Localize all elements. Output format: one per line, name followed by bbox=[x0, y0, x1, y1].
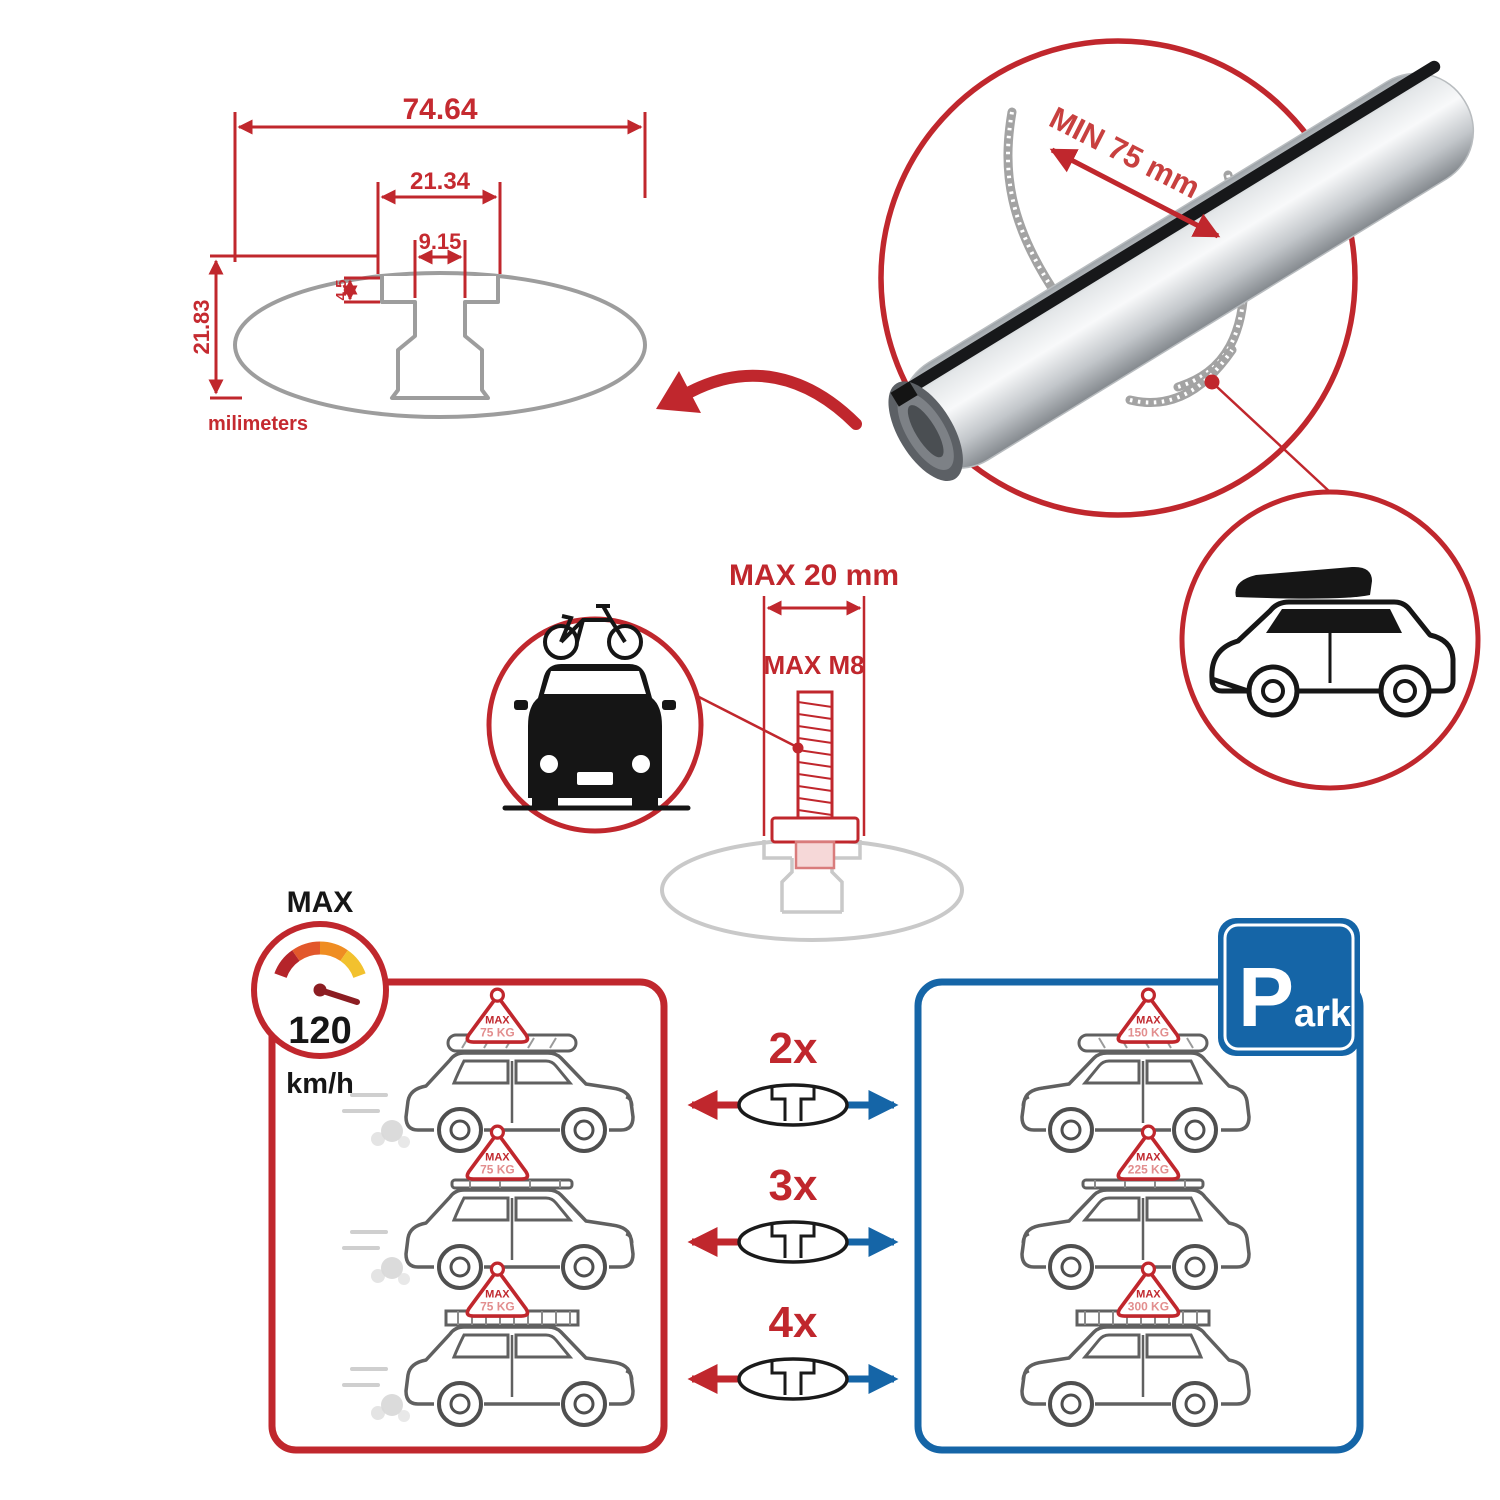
dim-channel-outer-width: 21.34 bbox=[410, 168, 471, 195]
driving-panel bbox=[268, 978, 668, 1454]
parked-car-row-1: MAX 150 KG bbox=[1020, 987, 1251, 1153]
speed-value: 120 bbox=[288, 1010, 351, 1052]
car-roofbox-section bbox=[1179, 489, 1481, 791]
badge-load-value: 150 KG bbox=[1128, 1026, 1169, 1040]
driving-car-row-2: MAX 75 KG bbox=[342, 1124, 635, 1290]
parking-panel bbox=[914, 978, 1364, 1454]
parking-sign: P ark bbox=[1218, 918, 1360, 1056]
badge-max-label: MAX bbox=[1136, 1289, 1161, 1301]
profile-channel-outline bbox=[380, 276, 500, 400]
motion-smoke-icon bbox=[342, 1093, 412, 1150]
bolt-max-width-label: MAX 20 mm bbox=[729, 559, 899, 592]
crossbar-oval-icon bbox=[737, 1220, 849, 1264]
load-badge: MAX 300 KG bbox=[1116, 1261, 1181, 1318]
dim-total-width: 74.64 bbox=[402, 93, 477, 126]
load-badge: MAX 225 KG bbox=[1116, 1124, 1181, 1181]
load-badge: MAX 150 KG bbox=[1116, 987, 1181, 1044]
multiplier-label: 3x bbox=[769, 1161, 818, 1210]
gauge-arc bbox=[274, 941, 366, 979]
badge-max-label: MAX bbox=[485, 1289, 510, 1301]
bar-count-row-3: 4x bbox=[687, 1298, 899, 1401]
connector-line-to-bolt bbox=[696, 694, 796, 748]
bolt-dimension-lines bbox=[762, 596, 866, 836]
badge-load-value: 300 KG bbox=[1128, 1300, 1169, 1314]
roof-rails-icon bbox=[1081, 1178, 1205, 1190]
bar-detail-section: MIN 75 mm bbox=[656, 38, 1475, 518]
roof-rail-base bbox=[1125, 345, 1331, 493]
parked-car-row-3: MAX 300 KG bbox=[1020, 1261, 1251, 1427]
load-badge: MAX 75 KG bbox=[465, 987, 530, 1044]
badge-load-value: 75 KG bbox=[480, 1026, 515, 1040]
bolt-illustration bbox=[770, 690, 860, 870]
badge-load-value: 225 KG bbox=[1128, 1163, 1169, 1177]
badge-max-label: MAX bbox=[485, 1152, 510, 1164]
motion-smoke-icon bbox=[342, 1367, 412, 1424]
crossbar-oval-icon bbox=[737, 1083, 849, 1127]
speed-gauge: MAX 120 km/h bbox=[251, 886, 389, 1100]
dim-lip-depth: 4.5 bbox=[333, 280, 350, 301]
bolt-fix-dot bbox=[792, 742, 804, 754]
dim-total-height: 21.83 bbox=[189, 299, 214, 354]
swoosh-arrow bbox=[656, 369, 862, 430]
bolt-section: MAX 20 mm MAX M8 bbox=[486, 559, 964, 942]
speed-units: km/h bbox=[286, 1068, 354, 1100]
motion-smoke-icon bbox=[342, 1230, 412, 1287]
driving-car bbox=[404, 1188, 635, 1290]
bottom-section: P ark MAX 120 km/h MAX bbox=[251, 886, 1364, 1454]
multiplier-label: 4x bbox=[769, 1298, 818, 1347]
roof-box-icon bbox=[1235, 566, 1372, 599]
parking-sign-letter: P bbox=[1238, 950, 1294, 1044]
driving-car bbox=[404, 1325, 635, 1427]
load-badge: MAX 75 KG bbox=[465, 1261, 530, 1318]
driving-car-row-1: MAX 75 KG bbox=[342, 987, 635, 1153]
connector-line-to-car bbox=[1215, 385, 1331, 493]
bolt-thread-label: MAX M8 bbox=[763, 650, 864, 680]
badge-max-label: MAX bbox=[1136, 1152, 1161, 1164]
multiplier-label: 2x bbox=[769, 1024, 818, 1073]
units-label: milimeters bbox=[208, 413, 308, 435]
bar-count-row-2: 3x bbox=[687, 1161, 899, 1264]
bicycle-icon bbox=[543, 604, 643, 660]
crossbar-oval-icon bbox=[737, 1357, 849, 1401]
roof-rails-icon bbox=[450, 1178, 574, 1190]
badge-load-value: 75 KG bbox=[480, 1163, 515, 1177]
car-front-illustration bbox=[502, 604, 691, 811]
dimension-lines bbox=[208, 112, 647, 400]
load-badge: MAX 75 KG bbox=[465, 1124, 530, 1181]
profile-ellipse bbox=[233, 271, 647, 419]
profile-dimension-drawing: 74.64 21.34 9.15 4.5 21.83 milimeters bbox=[189, 93, 647, 435]
bar-count-row-1: 2x bbox=[687, 1024, 899, 1127]
speed-gauge-title: MAX bbox=[287, 886, 354, 919]
driving-car-row-3: MAX 75 KG bbox=[342, 1261, 635, 1427]
badge-max-label: MAX bbox=[485, 1015, 510, 1027]
badge-max-label: MAX bbox=[1136, 1015, 1161, 1027]
parked-car bbox=[1020, 1325, 1251, 1427]
dim-channel-opening-width: 9.15 bbox=[419, 229, 462, 254]
parked-car-row-2: MAX 225 KG bbox=[1020, 1124, 1251, 1290]
car-roofbox-illustration bbox=[1209, 566, 1456, 718]
parked-car bbox=[1020, 1051, 1251, 1153]
badge-load-value: 75 KG bbox=[480, 1300, 515, 1314]
parking-sign-suffix: ark bbox=[1294, 993, 1352, 1035]
parked-car bbox=[1020, 1188, 1251, 1290]
driving-car bbox=[404, 1051, 635, 1153]
min-span-arrow bbox=[1049, 147, 1221, 239]
rail-fix-dot bbox=[1204, 374, 1220, 390]
